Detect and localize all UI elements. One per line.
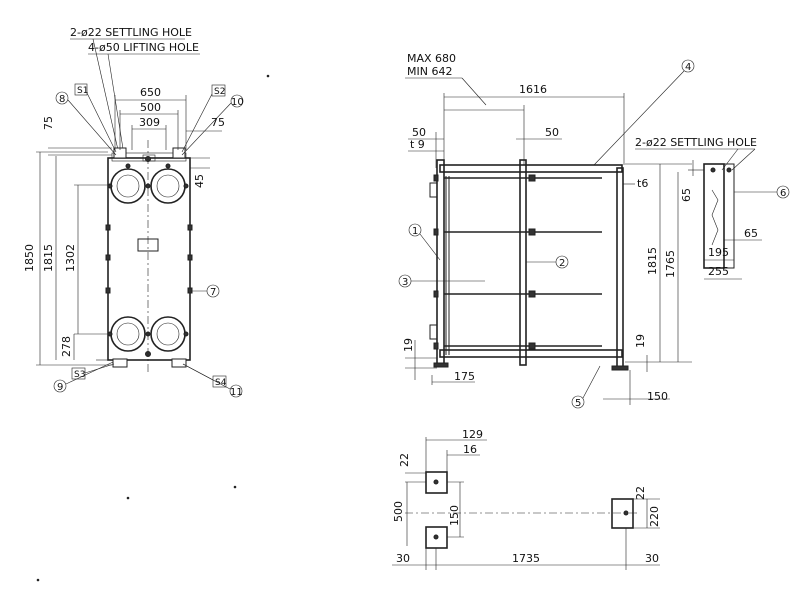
foundation-plan: 129 16 22 500 150 30 1735 30 22 220 bbox=[392, 428, 661, 570]
frame-plate bbox=[107, 157, 191, 361]
dim-75-left: 75 bbox=[42, 116, 55, 130]
dim-1765: 1765 bbox=[664, 250, 677, 278]
dim-65-v: 65 bbox=[680, 188, 693, 202]
dim-650: 650 bbox=[140, 86, 161, 99]
note-settling-hole-side: 2-ø22 SETTLING HOLE bbox=[635, 136, 757, 149]
port-s4 bbox=[150, 316, 186, 352]
dim-175: 175 bbox=[454, 370, 475, 383]
foot-pad-right bbox=[611, 498, 634, 529]
balloon-3: 3 bbox=[402, 277, 408, 288]
dim-1735: 1735 bbox=[512, 552, 540, 565]
port-s1 bbox=[110, 168, 146, 204]
label-s1: S1 bbox=[77, 86, 88, 96]
guiding-bar bbox=[439, 349, 623, 358]
dim-75-right: 75 bbox=[211, 116, 225, 129]
dim-255: 255 bbox=[708, 265, 729, 278]
label-s3: S3 bbox=[74, 370, 85, 380]
dim-1815-side: 1815 bbox=[646, 247, 659, 275]
dim-150: 150 bbox=[647, 390, 668, 403]
balloon-6: 6 bbox=[780, 188, 786, 199]
dim-500: 500 bbox=[140, 101, 161, 114]
dim-129: 129 bbox=[462, 428, 483, 441]
port-s3 bbox=[110, 316, 146, 352]
balloon-11: 11 bbox=[230, 387, 243, 398]
balloon-5: 5 bbox=[575, 398, 581, 409]
dim-t9: t 9 bbox=[410, 138, 425, 151]
dim-45: 45 bbox=[193, 174, 206, 188]
carrying-bar bbox=[439, 164, 623, 173]
dim-t6: t6 bbox=[637, 177, 648, 190]
support-column bbox=[616, 167, 624, 369]
balloon-7: 7 bbox=[210, 287, 216, 298]
dim-220: 220 bbox=[648, 506, 661, 527]
dim-22-left: 22 bbox=[398, 453, 411, 467]
dim-19-right: 19 bbox=[634, 334, 647, 348]
port-s2 bbox=[150, 168, 186, 204]
note-max: MAX 680 bbox=[407, 52, 456, 65]
dim-150-foot: 150 bbox=[448, 505, 461, 526]
dim-1850: 1850 bbox=[23, 244, 36, 272]
dim-309: 309 bbox=[139, 116, 160, 129]
dim-1815: 1815 bbox=[42, 244, 55, 272]
dim-30-left: 30 bbox=[396, 552, 410, 565]
dim-1616: 1616 bbox=[519, 83, 547, 96]
note-settling-hole: 2-ø22 SETTLING HOLE bbox=[70, 26, 192, 39]
foot-pad-upper-left bbox=[425, 471, 448, 494]
balloon-10: 10 bbox=[231, 97, 244, 108]
note-lifting-hole: 4-ø50 LIFTING HOLE bbox=[88, 41, 199, 54]
dim-278: 278 bbox=[60, 336, 73, 357]
dim-1302: 1302 bbox=[64, 244, 77, 272]
dim-65-h: 65 bbox=[744, 227, 758, 240]
dim-50-right: 50 bbox=[545, 126, 559, 139]
dim-30-right: 30 bbox=[645, 552, 659, 565]
label-s4: S4 bbox=[215, 378, 227, 388]
dim-19-left: 19 bbox=[402, 338, 415, 352]
note-min: MIN 642 bbox=[407, 65, 452, 78]
balloon-1: 1 bbox=[412, 226, 418, 237]
dim-22-right: 22 bbox=[634, 486, 647, 500]
dim-195: 195 bbox=[708, 246, 729, 259]
dim-50-left: 50 bbox=[412, 126, 426, 139]
foot-pad-lower-left bbox=[425, 526, 448, 549]
balloon-9: 9 bbox=[57, 382, 63, 393]
dim-500-foot: 500 bbox=[392, 501, 405, 522]
pressure-plate bbox=[519, 159, 527, 366]
dim-16: 16 bbox=[463, 443, 477, 456]
fixed-frame bbox=[436, 159, 445, 366]
balloon-8: 8 bbox=[59, 94, 65, 105]
balloon-4: 4 bbox=[685, 62, 691, 73]
side-view: MAX 680 MIN 642 1616 50 t 9 50 bbox=[398, 52, 695, 409]
label-s2: S2 bbox=[214, 87, 225, 97]
balloon-2: 2 bbox=[559, 258, 565, 269]
column-detail: 2-ø22 SETTLING HOLE 65 195 65 255 6 bbox=[635, 136, 790, 280]
front-view: 2-ø22 SETTLING HOLE 4-ø50 LIFTING HOLE bbox=[23, 26, 244, 398]
